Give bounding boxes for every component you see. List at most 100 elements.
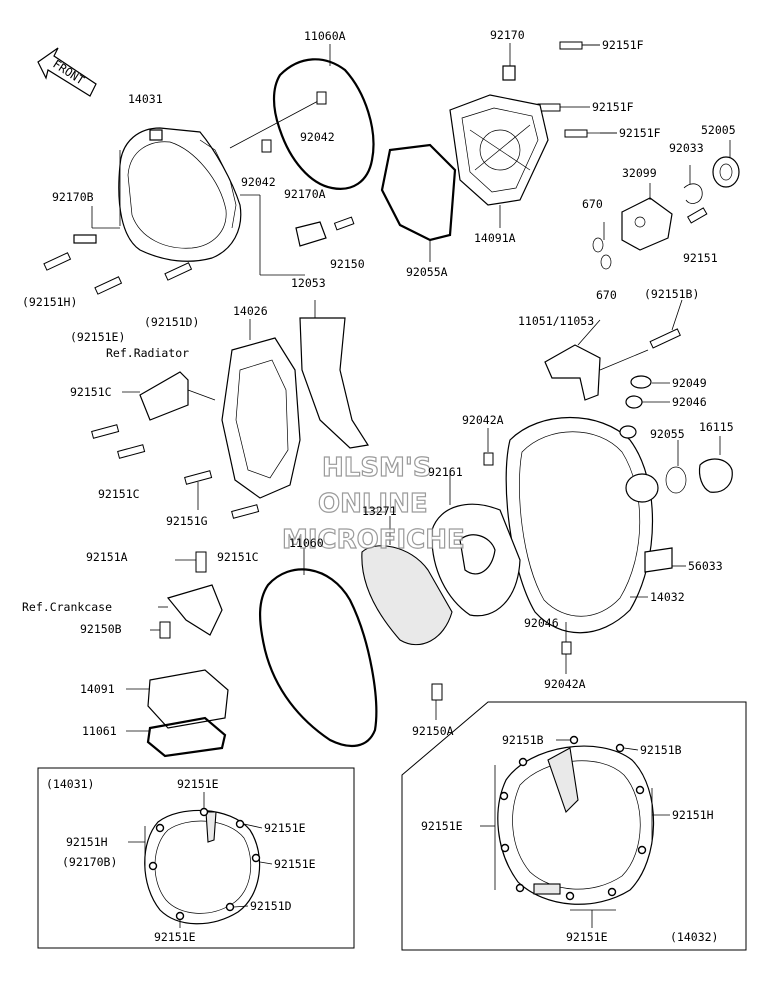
label-92042-b: 92042 xyxy=(241,175,276,189)
guide-12053 xyxy=(299,317,369,449)
bolt-92151C-3 xyxy=(231,504,260,519)
bolt-92151H xyxy=(43,252,72,271)
label-14091: 14091 xyxy=(80,682,115,696)
bolt-92151F-2 xyxy=(537,103,575,112)
seal-92046-1 xyxy=(625,395,643,409)
label-14032: 14032 xyxy=(650,590,685,604)
inset-left-label-92151H: 92151H xyxy=(66,835,108,849)
valve-32099 xyxy=(621,197,673,251)
inset-left-label-top: 92151E xyxy=(177,777,219,791)
label-92151E: (92151E) xyxy=(70,330,125,344)
clip-92170 xyxy=(502,65,516,81)
oring-670-1 xyxy=(592,237,604,253)
label-92151D: (92151D) xyxy=(144,315,199,329)
label-92151C-2: 92151C xyxy=(98,487,140,501)
bolt-92151A xyxy=(195,551,207,573)
front-arrow-icon: FRONT xyxy=(37,47,97,97)
bolt-92151B xyxy=(649,328,681,349)
label-92150B: 92150B xyxy=(80,622,122,636)
label-670-2: 670 xyxy=(596,288,617,302)
label-92042A-1: 92042A xyxy=(462,413,504,427)
label-92170B: 92170B xyxy=(52,190,94,204)
inset-left-title: (14031) xyxy=(46,777,94,791)
label-92170A: 92170A xyxy=(284,187,326,201)
bolt-92151D xyxy=(164,262,193,281)
label-11061: 11061 xyxy=(82,724,117,738)
bolt-92150B xyxy=(159,621,171,639)
label-12053: 12053 xyxy=(291,276,326,290)
watermark-line3: MICROFICHE xyxy=(282,525,465,555)
bolt-92151F-1 xyxy=(559,41,600,50)
bolt-92151 xyxy=(687,207,708,224)
oring-92055 xyxy=(665,466,687,494)
label-13271: 13271 xyxy=(362,504,397,518)
cap-16115 xyxy=(698,458,733,493)
bracket-11051-11053 xyxy=(544,344,601,401)
inset-left-label-e2: 92151E xyxy=(274,857,316,871)
label-92151B: (92151B) xyxy=(644,287,699,301)
watermark-line1: HLSM'S xyxy=(322,453,432,483)
label-92151A: 92151A xyxy=(86,550,128,564)
gasket-11061 xyxy=(146,716,227,758)
inset-right-label-e-left: 92151E xyxy=(421,819,463,833)
clip-92170B xyxy=(73,234,97,244)
label-92042A-2: 92042A xyxy=(544,677,586,691)
label-56033 xyxy=(644,547,673,573)
damper-92161 xyxy=(431,503,521,617)
label-92150: 92150 xyxy=(330,257,365,271)
gasket-11060A xyxy=(272,58,375,190)
label-92055A: 92055A xyxy=(406,265,448,279)
bolt-92151E xyxy=(94,276,123,295)
label-92033: 92033 xyxy=(669,141,704,155)
label-ref-radiator: Ref.Radiator xyxy=(106,346,189,360)
inset-right-label-e-bottom: 92151E xyxy=(566,930,608,944)
bolt-92151C-2 xyxy=(117,444,146,459)
cover-14031 xyxy=(91,127,242,262)
label-14031: 14031 xyxy=(128,92,163,106)
label-92151H: (92151H) xyxy=(22,295,77,309)
label-92151F-1: 92151F xyxy=(602,38,644,52)
label-92150A: 92150A xyxy=(412,724,454,738)
inset-left-label-bottom: 92151E xyxy=(154,930,196,944)
cover-14091 xyxy=(147,669,229,729)
dowel-92042A-2 xyxy=(561,641,572,655)
label-11060A: 11060A xyxy=(304,29,346,43)
inset-left-label-92170B: (92170B) xyxy=(62,855,117,869)
washer-92049 xyxy=(630,375,652,389)
bolt-92150 xyxy=(333,216,355,231)
crankcase-bracket xyxy=(166,584,223,636)
inset-right-label-b-left: 92151B xyxy=(502,733,544,747)
label-92055: 92055 xyxy=(650,427,685,441)
label-92151G: 92151G xyxy=(166,514,208,528)
label-11051-11053: 11051/11053 xyxy=(518,314,594,328)
label-92151F-3: 92151F xyxy=(619,126,661,140)
label-670-1: 670 xyxy=(582,197,603,211)
label-ref-crankcase: Ref.Crankcase xyxy=(22,600,112,614)
label-92161: 92161 xyxy=(428,465,463,479)
inset-left-label-92151D: 92151D xyxy=(250,899,292,913)
label-14026: 14026 xyxy=(233,304,268,318)
gasket-92055A xyxy=(380,143,457,242)
gear-52005 xyxy=(712,156,740,188)
label-11060: 11060 xyxy=(289,536,324,550)
label-92151F-2: 92151F xyxy=(592,100,634,114)
inset-14032 xyxy=(401,701,747,951)
label-92049: 92049 xyxy=(672,376,707,390)
label-92151C-1: 92151C xyxy=(70,385,112,399)
gasket-11060 xyxy=(258,568,378,748)
cover-14091A xyxy=(449,94,549,206)
label-92151: 92151 xyxy=(683,251,718,265)
label-52005: 52005 xyxy=(701,123,736,137)
dowel-92042-a xyxy=(316,91,327,105)
clip-92170A xyxy=(295,221,327,247)
dowel-92042A-1 xyxy=(483,452,494,466)
bolt-92151C-1 xyxy=(91,424,120,439)
label-16115: 16115 xyxy=(699,420,734,434)
label-92046-2: 92046 xyxy=(524,616,559,630)
oring-670-2 xyxy=(600,254,612,270)
watermark: HLSM'S ONLINE MICROFICHE xyxy=(281,452,465,555)
inset-left-label-e1: 92151E xyxy=(264,821,306,835)
cover-14032 xyxy=(505,417,659,634)
